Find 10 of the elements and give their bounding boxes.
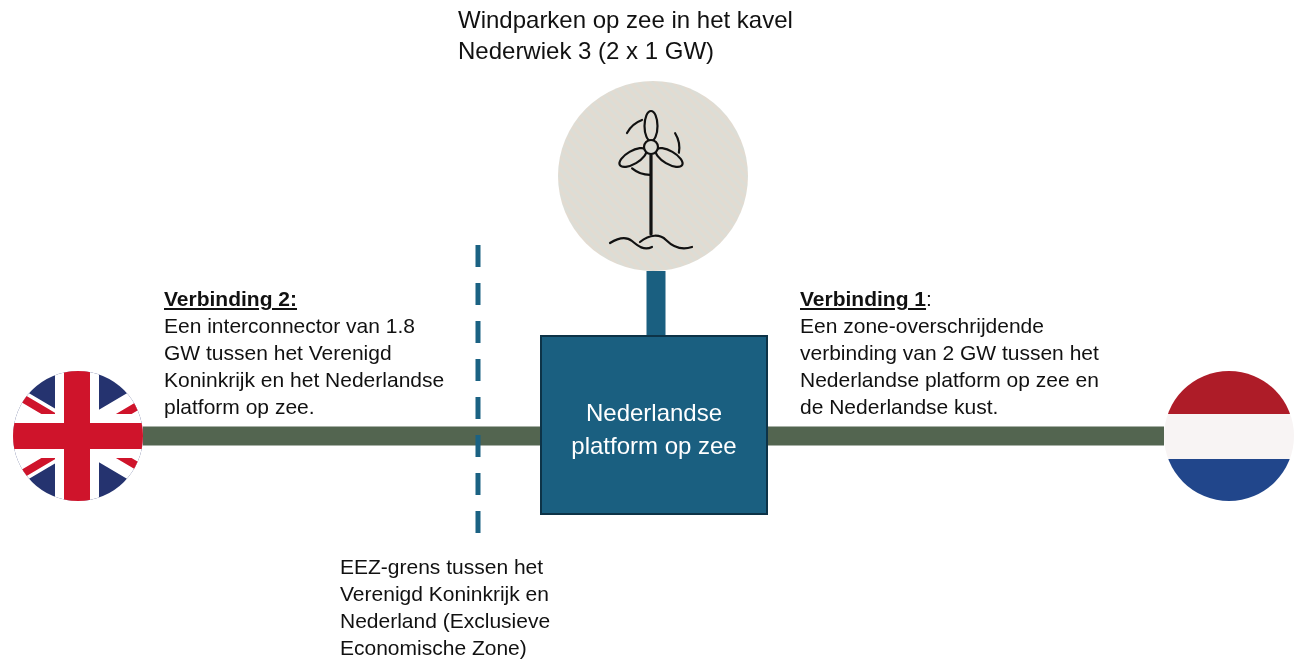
dutch-flag-icon — [1164, 371, 1294, 501]
wind-farm-heading: Windparken op zee in het kavel Nederwiek 3 (2 x 1 GW) — [458, 5, 794, 66]
boundary-label: EEZ-grens tussen het Verenigd Koninkrijk en Nederland (Exclusieve Economische Zone) — [340, 554, 552, 659]
edge-label: Verbinding 1: Een zone-overschrijdende verbinding van 2 GW tussen het Nederlandse platform op zee en de Nederlandse kust. — [800, 286, 1100, 420]
edge-label: Verbinding 2: Een interconnector van 1.8 GW tussen het Verenigd Koninkrijk en het Nederlandse platform op zee. — [164, 286, 446, 420]
platform-label: Nederlandse platform op zee — [570, 398, 738, 461]
connector-line — [768, 426, 1164, 446]
platform-box — [540, 335, 768, 515]
connector-line — [646, 271, 666, 335]
connector-line — [143, 426, 540, 446]
